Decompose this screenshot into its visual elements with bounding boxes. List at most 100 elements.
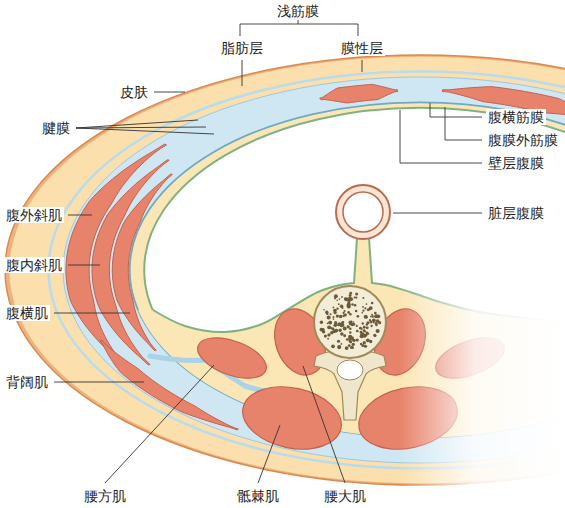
leader-line: [54, 313, 130, 314]
part-label: 浅筋膜: [275, 3, 321, 20]
bone-dot: [366, 332, 369, 335]
bone-dot: [350, 323, 354, 327]
bone-dot: [362, 310, 364, 312]
bone-dot: [323, 309, 325, 311]
bone-dot: [347, 325, 349, 327]
leader-line: [445, 107, 482, 140]
bone-dot: [333, 318, 335, 320]
bone-dot: [360, 343, 362, 345]
bone-dot: [349, 292, 352, 295]
bone-dot: [322, 328, 324, 330]
fade-overlay: [400, 268, 565, 508]
leader-line: [303, 366, 345, 483]
bone-dot: [327, 333, 330, 336]
part-label: 腱膜: [40, 120, 72, 137]
bone-dot: [348, 344, 351, 347]
bone-dot: [334, 323, 338, 327]
bone-dot: [349, 340, 352, 343]
bone-dot: [329, 321, 332, 324]
part-label: 膜性层: [339, 40, 385, 57]
leader-line: [393, 213, 482, 214]
bone-dot: [340, 343, 342, 345]
bone-dot: [356, 339, 359, 342]
leader-line: [258, 425, 280, 483]
part-label: 皮肤: [118, 84, 150, 101]
bone-dot: [341, 296, 343, 298]
leader-line: [430, 103, 482, 117]
bone-dot: [327, 322, 329, 324]
bone-dot: [328, 321, 332, 325]
rectus-segment: [320, 84, 398, 103]
part-label: 腹横筋膜: [486, 109, 546, 126]
bone-dot: [362, 322, 364, 324]
bone-dot: [352, 340, 354, 342]
part-label: 腰方肌: [82, 488, 128, 505]
bone-dot: [377, 315, 379, 317]
part-label: 壁层腹膜: [486, 155, 546, 172]
leader-line: [154, 92, 185, 93]
leader-line: [240, 20, 358, 36]
bone-dot: [359, 327, 362, 330]
bone-dot: [340, 323, 344, 327]
bone-dot: [371, 302, 374, 305]
bone-dot: [327, 316, 331, 320]
intestine-lumen: [343, 192, 383, 232]
bone-dot: [367, 333, 369, 335]
bone-dot: [361, 328, 363, 330]
bone-dot: [374, 314, 378, 318]
bone-dot: [362, 306, 364, 308]
bone-dot: [343, 334, 346, 337]
leader-line: [105, 365, 214, 483]
bone-dot: [369, 306, 373, 310]
leader-line: [242, 60, 243, 86]
bone-dot: [354, 296, 356, 298]
bone-dot: [355, 310, 357, 312]
bone-dot: [333, 316, 335, 318]
bone-dot: [337, 323, 340, 326]
bone-dot: [356, 325, 358, 327]
bone-dot: [343, 312, 345, 314]
bone-dot: [349, 328, 352, 331]
bone-dot: [325, 310, 328, 313]
bone-dot: [350, 346, 353, 349]
bone-dot: [364, 331, 366, 333]
bone-dot: [355, 310, 357, 312]
bone-dot: [356, 330, 358, 332]
bone-dot: [332, 330, 336, 334]
transversus: [112, 174, 172, 351]
bone-dot: [322, 330, 325, 333]
bone-dot: [367, 333, 369, 335]
bone-dot: [352, 343, 355, 346]
bone-dot: [324, 335, 327, 338]
bone-dot: [364, 307, 366, 309]
bone-dot: [343, 310, 345, 312]
bone-dot: [373, 322, 375, 324]
bone-dot: [335, 309, 337, 311]
bone-dot: [320, 321, 323, 324]
bone-dot: [349, 297, 353, 301]
part-label: 背阔肌: [4, 374, 50, 391]
bone-dot: [345, 346, 349, 350]
bone-dot: [339, 315, 342, 318]
leader-line: [76, 120, 214, 134]
part-label: 腹横肌: [4, 305, 50, 322]
bone-dot: [327, 325, 331, 329]
bone-dot: [375, 323, 378, 326]
bone-dot: [354, 304, 357, 307]
part-label: 腰大肌: [322, 488, 368, 505]
bone-dot: [331, 344, 335, 348]
bone-dot: [370, 325, 372, 327]
bone-dot: [363, 329, 366, 332]
bone-dot: [366, 338, 370, 342]
bone-dot: [361, 312, 363, 314]
bone-dot: [333, 307, 335, 309]
bone-dot: [346, 304, 348, 306]
leader-line: [54, 382, 144, 383]
bone-dot: [376, 329, 380, 333]
erector-spinae: [237, 378, 347, 457]
bone-dot: [366, 326, 369, 329]
bone-dot: [329, 321, 331, 323]
leader-lines: [54, 20, 482, 483]
